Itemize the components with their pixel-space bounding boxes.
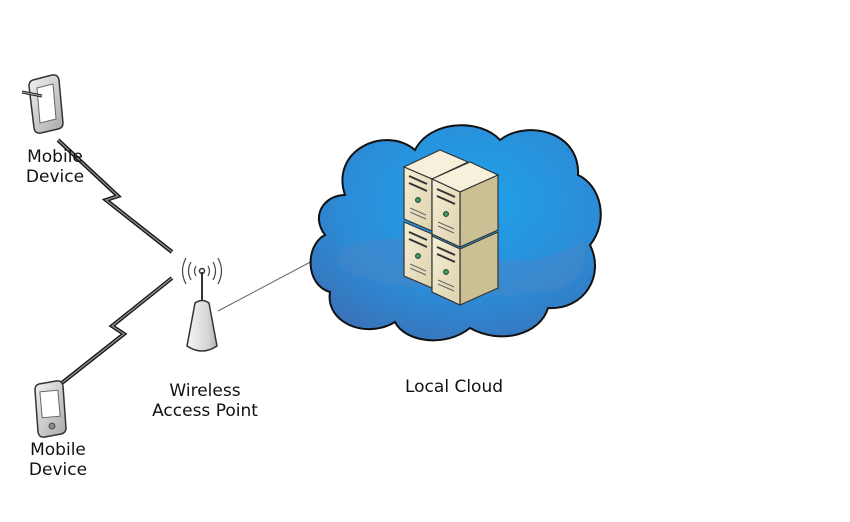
pda-icon (34, 380, 67, 438)
mobile-device-label-bottom: Mobile Device (13, 440, 103, 480)
lightning-bolt-icon (56, 138, 174, 254)
access-point-label-line1: Wireless (169, 381, 241, 401)
wireless-access-point-icon (181, 257, 223, 352)
local-cloud-label: Local Cloud (384, 377, 524, 397)
mobile-device-label-top: Mobile Device (10, 147, 100, 187)
lightning-bolt-icon (56, 276, 174, 388)
local-cloud-label-text: Local Cloud (404, 377, 504, 397)
access-point-label: Wireless Access Point (140, 381, 270, 421)
mobile-device-label-top-line2: Device (25, 167, 85, 187)
ap-cloud-link (217, 257, 319, 312)
mobile-device-label-bottom-line1: Mobile (30, 440, 86, 460)
tablet-stylus-icon (21, 74, 64, 134)
mobile-device-label-top-line1: Mobile (27, 147, 83, 167)
mobile-device-label-bottom-line2: Device (28, 460, 88, 480)
access-point-label-line2: Access Point (152, 401, 258, 421)
server-tower-icon (402, 149, 500, 306)
